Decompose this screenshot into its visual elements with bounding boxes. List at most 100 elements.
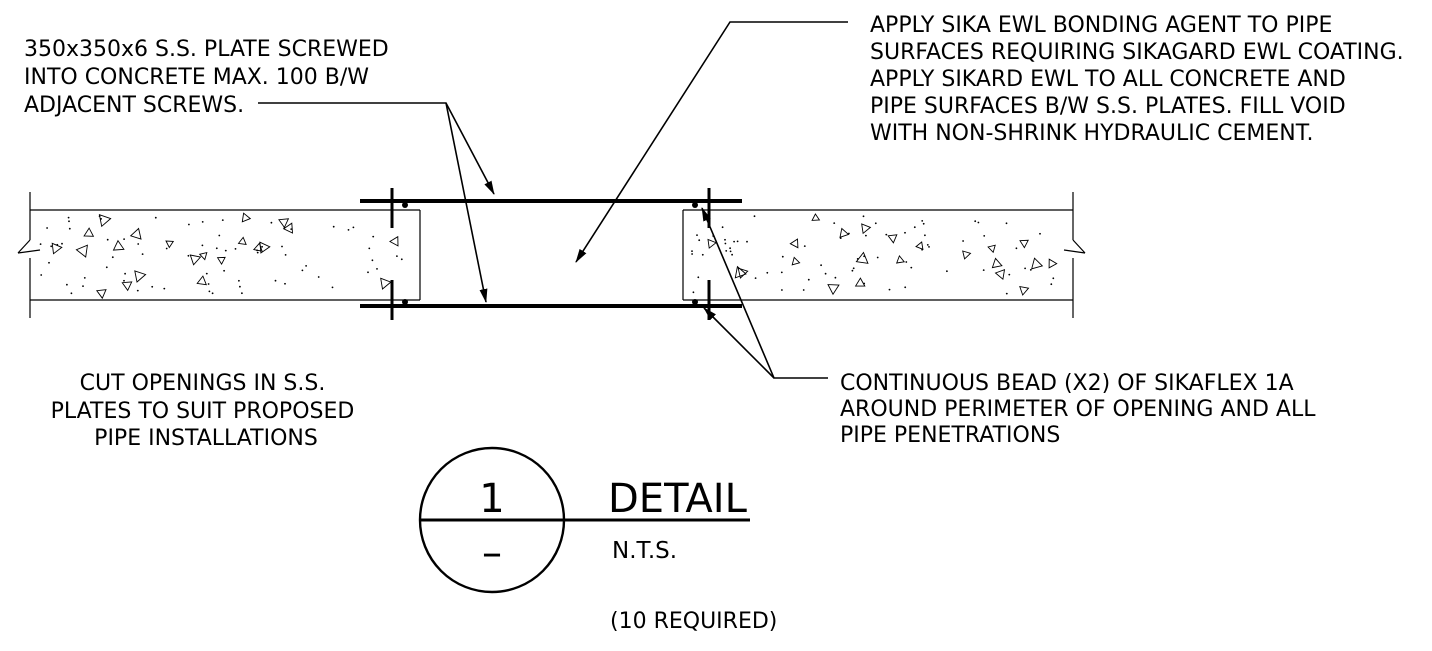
detail-sheet: –: [482, 530, 502, 576]
aggregate-dot: [256, 249, 258, 252]
aggregate-dot: [368, 247, 371, 250]
aggregate-dot: [885, 233, 888, 236]
bead-note: CONTINUOUS BEAD (X2) OF SIKAFLEX 1A AROU…: [840, 371, 1322, 448]
detail-callout: 1 – DETAIL N.T.S. (10 REQUIRED): [418, 446, 777, 634]
aggregate-dot: [123, 279, 125, 282]
aggregate-dot: [856, 258, 859, 260]
aggregate-dot: [111, 256, 114, 259]
aggregate-triangle: [827, 284, 840, 296]
aggregate-dot: [50, 245, 53, 248]
aggregate-dot: [1024, 267, 1026, 270]
sealant-bead: [402, 202, 408, 208]
bonding-note: APPLY SIKA EWL BONDING AGENT TO PIPE SUR…: [870, 13, 1411, 146]
aggregate-dot: [208, 290, 211, 293]
aggregate-dot: [1029, 269, 1032, 271]
aggregate-dot: [852, 267, 855, 270]
aggregate-dot: [207, 283, 210, 285]
aggregate-dot: [1052, 277, 1055, 280]
aggregate-dot: [1050, 283, 1053, 286]
aggregate-dot: [124, 272, 126, 275]
aggregate-dot: [863, 255, 865, 258]
aggregate-dot: [921, 248, 923, 251]
aggregate-triangle: [237, 236, 247, 246]
aggregate-dot: [105, 266, 108, 269]
aggregate-dot: [905, 261, 908, 263]
aggregate-dot: [123, 238, 125, 241]
aggregate-dot: [151, 285, 154, 288]
aggregate-dot: [913, 226, 916, 229]
aggregate-triangle: [134, 270, 147, 283]
aggregate-dot: [983, 235, 986, 237]
aggregate-dot: [317, 276, 320, 278]
leader-bead-bottom: [703, 307, 775, 379]
aggregate-dot: [1039, 232, 1041, 235]
aggregate-dot: [691, 253, 693, 255]
aggregate-triangle: [198, 251, 208, 261]
aggregate-dot: [691, 250, 693, 253]
aggregate-dot: [977, 221, 980, 224]
aggregate-dot: [802, 289, 805, 291]
bead-note-line: PIPE PENETRATIONS: [840, 423, 1060, 448]
aggregate-dot: [68, 220, 70, 223]
concrete-wall-left: [17, 192, 421, 318]
aggregate-dot: [284, 282, 286, 285]
aggregate-dot: [698, 239, 701, 242]
aggregate-dot: [188, 223, 190, 226]
aggregate-dot: [241, 292, 243, 295]
aggregate-dot: [201, 221, 204, 223]
aggregate-dot: [928, 246, 930, 248]
aggregate-dot: [281, 245, 283, 248]
aggregate-dot: [67, 216, 70, 219]
aggregate-dot: [926, 244, 929, 246]
aggregate-triangle: [98, 214, 112, 228]
leaders: [258, 21, 848, 379]
aggregate-dot: [218, 234, 221, 237]
aggregate-dot: [904, 286, 907, 289]
aggregate-triangle: [189, 254, 202, 266]
aggregate-dot: [305, 265, 307, 267]
aggregate-dot: [187, 254, 190, 257]
aggregate-dot: [839, 237, 842, 240]
aggregate-dot: [367, 271, 369, 274]
aggregate-dot: [261, 245, 263, 248]
aggregate-triangle: [83, 227, 95, 237]
leader-bonding: [575, 21, 848, 263]
aggregate-triangle: [707, 238, 717, 249]
aggregate-dot: [68, 227, 71, 230]
aggregate-dot: [215, 247, 218, 250]
aggregate-dot: [922, 222, 925, 225]
aggregate-dot: [238, 279, 240, 282]
aggregate-dot: [904, 231, 906, 234]
aggregate-dot: [83, 277, 86, 279]
required-quantity: (10 REQUIRED): [610, 609, 777, 634]
aggregate-dot: [1008, 273, 1011, 276]
aggregate-triangle: [388, 235, 399, 247]
detail-title: DETAIL: [608, 476, 748, 522]
sealant-bead: [692, 202, 698, 208]
aggregate-dot: [270, 221, 273, 224]
aggregate-dot: [982, 269, 985, 271]
aggregate-dot: [862, 215, 865, 218]
bead-note-line: AROUND PERIMETER OF OPENING AND ALL: [840, 397, 1316, 422]
aggregate-dot: [733, 240, 735, 243]
aggregate-triangle: [1048, 258, 1058, 269]
aggregate-dot: [56, 243, 59, 246]
aggregate-dot: [863, 282, 866, 285]
aggregate-dot: [347, 229, 350, 231]
aggregate-dot: [165, 247, 168, 250]
aggregate-triangle: [241, 212, 252, 223]
aggregate-triangle: [734, 265, 747, 279]
aggregate-dot: [234, 248, 237, 250]
sealant-bead: [402, 299, 408, 305]
aggregate-dot: [372, 235, 375, 238]
aggregate-triangle: [1019, 239, 1029, 249]
aggregate-triangle: [855, 251, 869, 264]
aggregate-dot: [833, 222, 836, 225]
aggregate-dot: [725, 250, 728, 252]
aggregate-dot: [46, 227, 48, 229]
aggregate-dot: [865, 234, 867, 237]
aggregate-triangle: [129, 227, 142, 240]
aggregate-dot: [924, 234, 926, 237]
openings-note-line: CUT OPENINGS IN S.S.: [80, 371, 326, 396]
